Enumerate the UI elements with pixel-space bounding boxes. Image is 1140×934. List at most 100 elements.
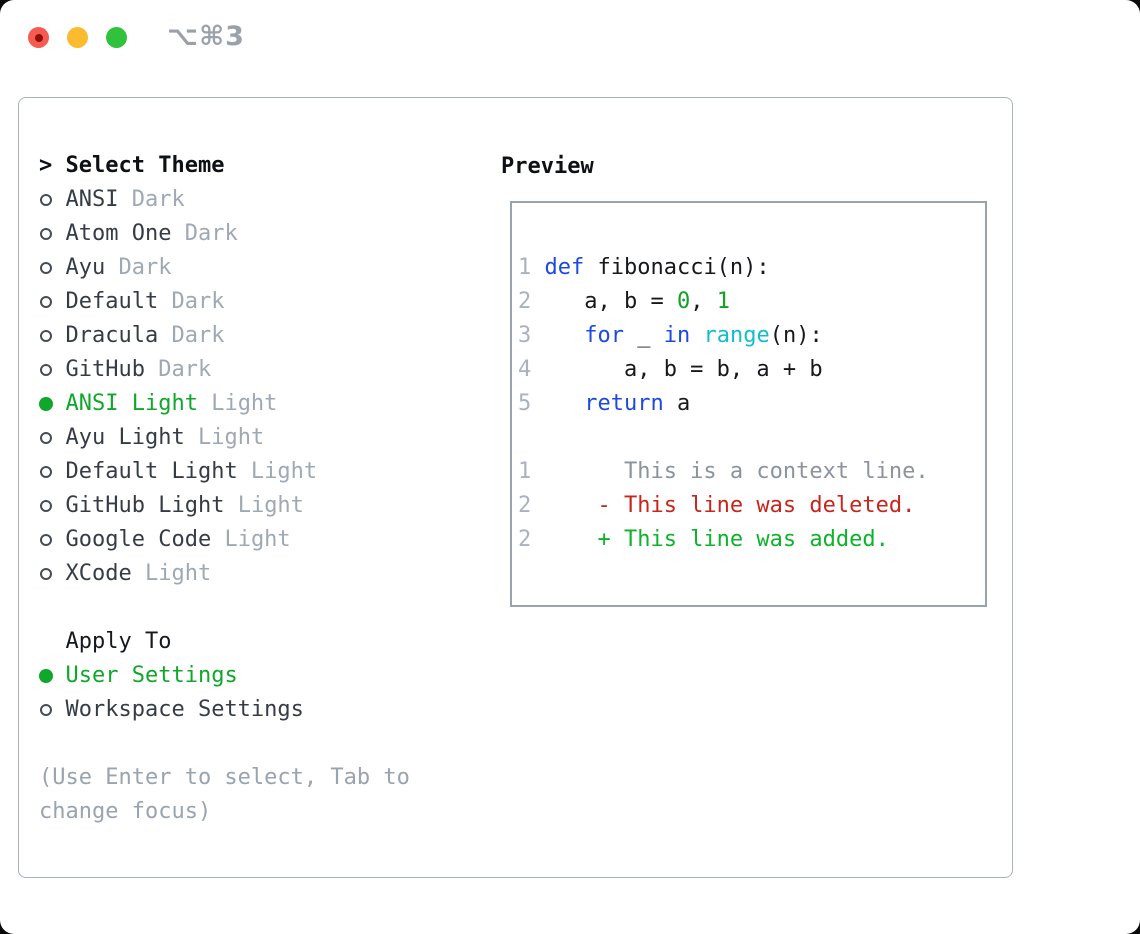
theme-name: ANSI (65, 187, 119, 212)
theme-variant: Light (197, 391, 278, 416)
apply-to-header: Apply To (39, 625, 410, 659)
code-segment: a (663, 391, 691, 416)
radio-unselected-icon (40, 534, 52, 546)
titlebar: ⌥⌘3 (0, 0, 1140, 75)
code-segment: return (584, 391, 664, 416)
theme-variant: Dark (144, 357, 212, 382)
radio-selected-icon (39, 669, 53, 683)
code-segment: for (584, 323, 624, 348)
theme-variant: Light (237, 459, 318, 484)
cursor-arrow-icon: > (39, 153, 53, 178)
code-segment: in (663, 323, 691, 348)
theme-option-ansi[interactable]: ANSI Dark (39, 183, 410, 217)
radio-unselected-icon (40, 466, 52, 478)
line-number: 1 (518, 459, 532, 484)
theme-variant: Light (184, 425, 265, 450)
diff-line: 2 + This line was added. (518, 523, 985, 557)
theme-name: Google Code (65, 527, 212, 552)
code-segment: a, b = b, a + b (544, 357, 823, 382)
window-title: ⌥⌘3 (167, 21, 245, 52)
hint-text-line2: change focus) (39, 799, 212, 824)
radio-unselected-icon (40, 364, 52, 376)
radio-unselected-icon (40, 432, 52, 444)
code-line: 4 a, b = b, a + b (518, 353, 985, 387)
theme-option-default[interactable]: Default Dark (39, 285, 410, 319)
theme-option-atom-one[interactable]: Atom One Dark (39, 217, 410, 251)
code-segment: def (544, 255, 585, 280)
radio-unselected-icon (40, 568, 52, 580)
code-segment: 0 (676, 289, 691, 314)
diff-line: 1 This is a context line. (518, 455, 985, 489)
record-dot-icon (34, 33, 43, 42)
theme-option-google-code[interactable]: Google Code Light (39, 523, 410, 557)
preview-title: Preview (501, 153, 594, 179)
code-segment (690, 323, 703, 348)
code-segment: 1 (716, 289, 730, 314)
hint-text-line1: (Use Enter to select, Tab to (39, 765, 410, 790)
theme-option-ayu-light[interactable]: Ayu Light Light (39, 421, 410, 455)
code-segment: - This line was deleted. (544, 493, 916, 518)
code-segment: _ (623, 323, 664, 348)
line-number: 2 (518, 289, 532, 314)
code-segment: + This line was added. (544, 527, 889, 552)
code-segment: This is a context line. (544, 459, 929, 484)
theme-list-header: > Select Theme (39, 149, 410, 183)
line-number: 4 (518, 357, 532, 382)
close-button[interactable] (28, 27, 49, 48)
radio-unselected-icon (40, 296, 52, 308)
radio-unselected-icon (40, 704, 52, 716)
line-number: 3 (518, 323, 532, 348)
apply-option-label: User Settings (65, 663, 238, 688)
theme-name: Ayu (65, 255, 106, 280)
theme-variant: Dark (118, 187, 185, 212)
theme-name: Atom One (65, 221, 172, 246)
code-segment: a, b = (544, 289, 677, 314)
theme-name: GitHub Light (65, 493, 225, 518)
theme-option-xcode[interactable]: XCode Light (39, 557, 410, 591)
code-segment: fibonacci(n): (584, 255, 770, 280)
theme-name: GitHub (65, 357, 145, 382)
radio-unselected-icon (40, 228, 52, 240)
theme-name: XCode (65, 561, 132, 586)
theme-name: Dracula (65, 323, 159, 348)
apply-option-user-settings[interactable]: User Settings (39, 659, 410, 693)
code-line: 2 a, b = 0, 1 (518, 285, 985, 319)
theme-variant: Light (224, 493, 304, 518)
theme-option-github-light[interactable]: GitHub Light Light (39, 489, 410, 523)
code-line: 3 for _ in range(n): (518, 319, 985, 353)
apply-to-title: Apply To (65, 629, 172, 654)
code-segment: range (703, 323, 770, 348)
theme-option-default-light[interactable]: Default Light Light (39, 455, 410, 489)
theme-option-ayu[interactable]: Ayu Dark (39, 251, 410, 285)
code-segment: (n): (769, 323, 823, 348)
theme-list-title: Select Theme (65, 153, 225, 178)
theme-name: Default (65, 289, 159, 314)
theme-option-github[interactable]: GitHub Dark (39, 353, 410, 387)
line-number: 2 (518, 527, 532, 552)
theme-name: ANSI Light (65, 391, 198, 416)
radio-unselected-icon (40, 500, 52, 512)
maximize-button[interactable] (106, 27, 127, 48)
apply-option-workspace-settings[interactable]: Workspace Settings (39, 693, 410, 727)
radio-unselected-icon (40, 194, 52, 206)
theme-variant: Dark (158, 323, 225, 348)
radio-selected-icon (39, 397, 53, 411)
theme-name: Ayu Light (65, 425, 185, 450)
code-line: 5 return a (518, 387, 985, 421)
theme-option-dracula[interactable]: Dracula Dark (39, 319, 410, 353)
theme-option-ansi-light[interactable]: ANSI Light Light (39, 387, 410, 421)
line-number: 2 (518, 493, 532, 518)
line-number: 1 (518, 255, 532, 280)
theme-variant: Light (211, 527, 291, 552)
code-segment (544, 391, 584, 416)
minimize-button[interactable] (67, 27, 88, 48)
code-segment (544, 323, 584, 348)
apply-option-label: Workspace Settings (65, 697, 304, 722)
